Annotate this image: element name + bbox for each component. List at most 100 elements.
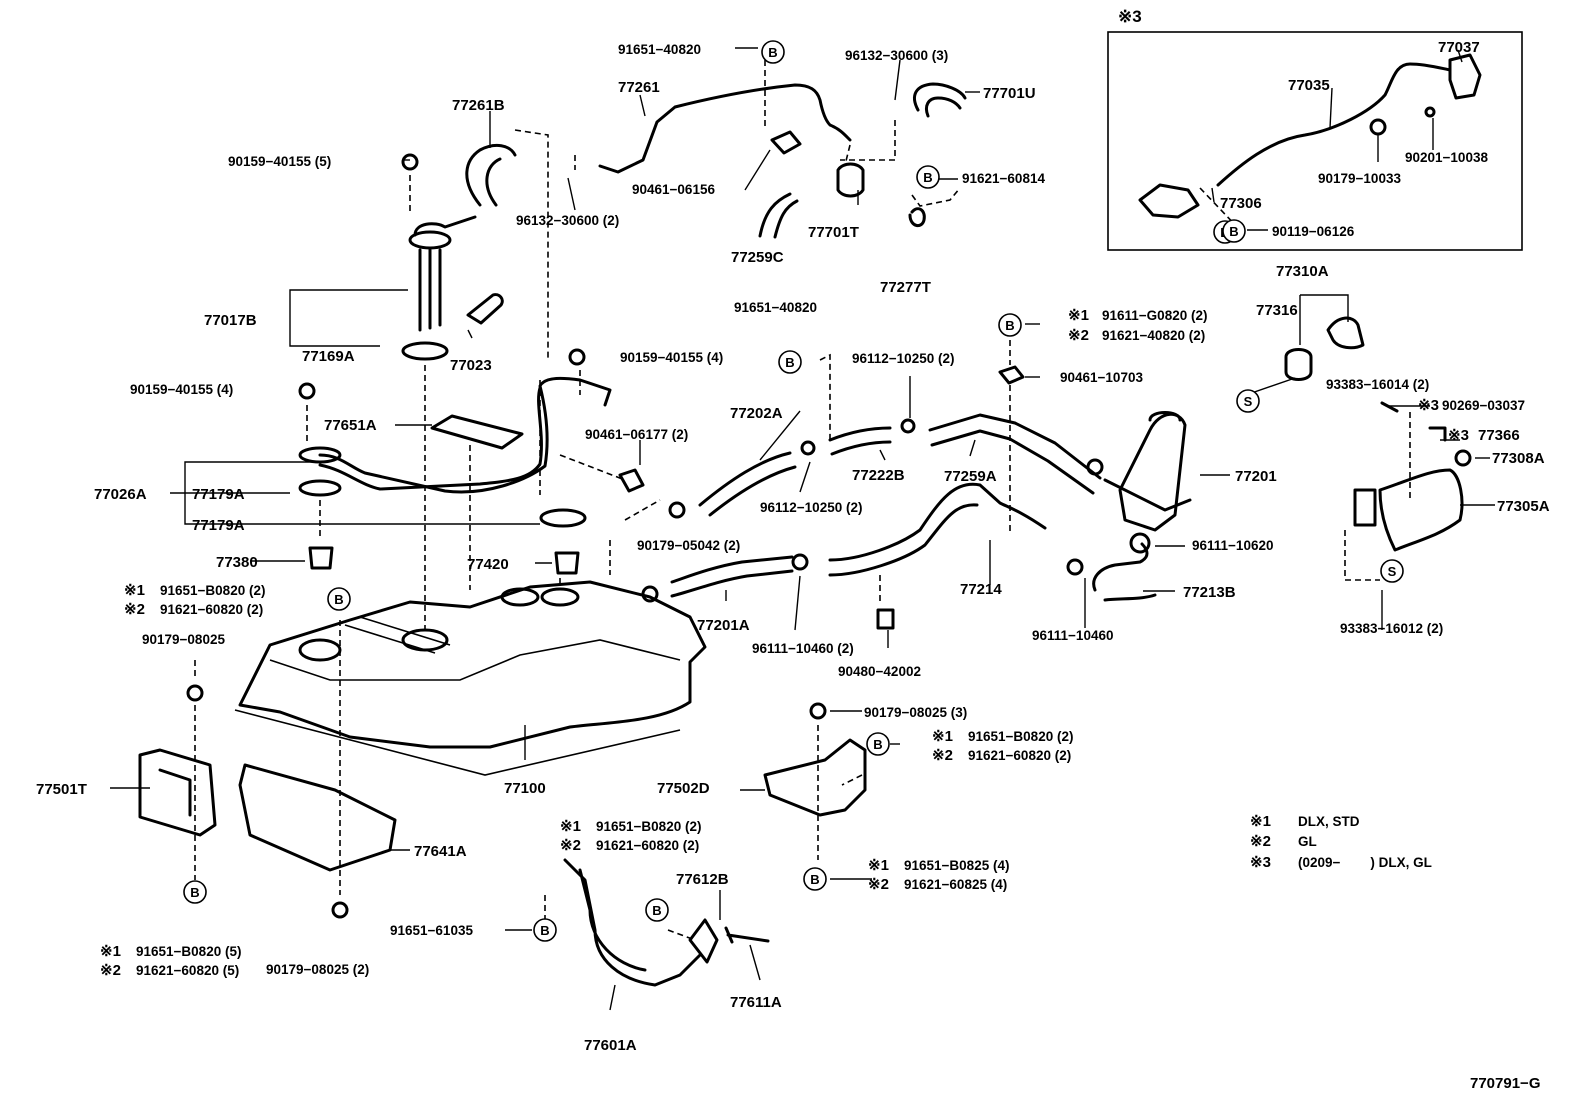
label-77501T: 77501T: [36, 781, 87, 798]
badge-b-5: B: [778, 350, 802, 374]
fuel-tank-77100: [238, 580, 707, 749]
label-96111-10460: 96111−10460: [1032, 628, 1113, 643]
clamp-96112-a: [800, 440, 816, 456]
mark3-77366: ※3: [1448, 427, 1469, 444]
cap-77310A: [1326, 316, 1365, 350]
badge-s-2: S: [1380, 559, 1404, 583]
badge-b-7: B: [866, 732, 890, 756]
label-91621-40820: 91621−40820 (2): [1102, 328, 1205, 343]
label-77023: 77023: [450, 357, 492, 374]
label-77201A: 77201A: [697, 617, 750, 634]
label-90480-42002: 90480−42002: [838, 664, 921, 679]
bolt-90159-left: [298, 382, 316, 400]
legend-text-3: (0209− ) DLX, GL: [1298, 855, 1432, 870]
badge-b-5-text: B: [785, 355, 794, 370]
legend: ※1 DLX, STD ※2 GL ※3 (0209− ) DLX, GL: [1250, 813, 1432, 871]
label-90461-06177: 90461−06177 (2): [585, 427, 688, 442]
grommet-77380: [308, 546, 334, 570]
hose-77261B: [465, 143, 517, 207]
tank-port-right-b: [540, 587, 580, 607]
label-91651-b0820-c: 91651−B0820 (2): [596, 819, 701, 834]
badge-b-10: B: [533, 918, 557, 942]
label-77179A-b: 77179A: [192, 517, 245, 534]
gasket-77179A-low: [539, 508, 587, 528]
cover-77651A: [430, 414, 524, 450]
mark2-60820-d: ※2: [100, 962, 121, 979]
label-77502D: 77502D: [657, 780, 710, 797]
nut-90179-05042b: [641, 585, 659, 603]
figure-code: 770791−G: [1470, 1075, 1540, 1092]
hinge-77305A: [1353, 488, 1377, 527]
badge-b-8: B: [803, 867, 827, 891]
label-91611-g0820: 91611−G0820 (2): [1102, 308, 1207, 323]
label-77651A: 77651A: [324, 417, 377, 434]
badge-b-11: B: [645, 898, 669, 922]
bolt-77611A: [724, 926, 770, 944]
label-90159-40155-4-right: 90159−40155 (4): [620, 350, 723, 365]
nut-bottom: [331, 901, 349, 919]
badge-b-9-text: B: [190, 885, 199, 900]
mark2-40820: ※2: [1068, 327, 1089, 344]
spring-77366: [1380, 401, 1447, 442]
badge-s-1-text: S: [1244, 394, 1253, 409]
label-77380: 77380: [216, 554, 258, 571]
label-77035: 77035: [1288, 77, 1330, 94]
label-77026A: 77026A: [94, 486, 147, 503]
label-77611A: 77611A: [730, 994, 782, 1011]
label-77017B: 77017B: [204, 312, 257, 329]
label-91621-60820-b: 91621−60820 (2): [968, 748, 1071, 763]
label-91651-b0820-a: 91651−B0820 (2): [160, 583, 265, 598]
label-77259C: 77259C: [731, 249, 784, 266]
label-91651-b0820-b: 91651−B0820 (2): [968, 729, 1073, 744]
fuel-lid-77305A: [1378, 468, 1464, 552]
grommet-77420: [554, 551, 580, 575]
hose-77202A: [698, 451, 797, 517]
fuel-lid-cable: [1216, 62, 1452, 187]
label-77308A: 77308A: [1492, 450, 1545, 467]
clamp-96111-b: [1066, 558, 1084, 576]
fuel-lid-lock: [1448, 53, 1482, 100]
legend-text-1: DLX, STD: [1298, 814, 1360, 829]
label-91651-61035: 91651−61035: [390, 923, 473, 938]
label-91621-60814: 91621−60814: [962, 171, 1045, 186]
label-96111-10620: 96111−10620: [1192, 538, 1273, 553]
legend-mark-2: ※2: [1250, 833, 1271, 850]
label-77701T: 77701T: [808, 224, 859, 241]
label-90179-05042: 90179−05042 (2): [637, 538, 740, 553]
label-90461-06156: 90461−06156: [632, 182, 715, 197]
mark2-60820-a: ※2: [124, 601, 145, 618]
label-90179-08025-2: 90179−08025 (2): [266, 962, 369, 977]
protector-77641A: [238, 763, 397, 872]
tank-port-left: [298, 638, 342, 662]
mark1-b0820-b: ※1: [932, 728, 953, 745]
tank-port-right-a: [500, 587, 540, 607]
label-90179-10033: 90179−10033: [1318, 171, 1401, 186]
label-90269-03037: 90269−03037: [1442, 398, 1525, 413]
bolt-90159-top: [401, 153, 419, 171]
badge-s-2-text: S: [1388, 564, 1397, 579]
badge-b-inset: B: [1222, 219, 1246, 243]
label-91651-40820-top: 91651−40820: [618, 42, 701, 57]
label-91621-60820-a: 91621−60820 (2): [160, 602, 263, 617]
tank-top-seam: [269, 639, 681, 681]
bumper-77308A: [1454, 449, 1472, 467]
nut-right: [809, 702, 827, 720]
label-93383-16014: 93383−16014 (2): [1326, 377, 1429, 392]
badge-b-10-text: B: [540, 923, 549, 938]
legend-text-2: GL: [1298, 834, 1317, 849]
label-77316: 77316: [1256, 302, 1298, 319]
label-77100: 77100: [504, 780, 546, 797]
label-77202A: 77202A: [730, 405, 783, 422]
mark1-b0820-a: ※1: [124, 582, 145, 599]
label-90461-10703: 90461−10703: [1060, 370, 1143, 385]
sender-gauge-77017B: [413, 215, 477, 332]
clamp-96111-a: [791, 553, 809, 571]
label-90179-08025-3: 90179−08025 (3): [864, 705, 967, 720]
inset-frame: [1107, 31, 1523, 251]
label-77601A: 77601A: [584, 1037, 637, 1054]
label-77214: 77214: [960, 581, 1002, 598]
clip-90461-10703: [998, 365, 1025, 385]
label-90119-06126: 90119−06126: [1272, 224, 1355, 239]
